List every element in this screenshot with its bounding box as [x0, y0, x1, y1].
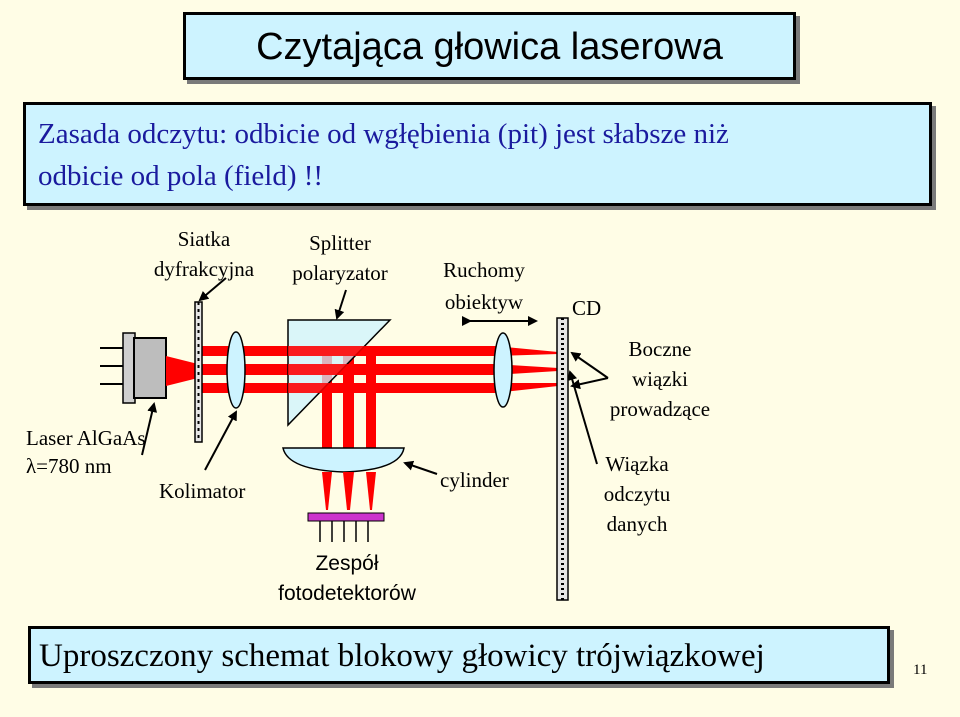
- laser-beam: [166, 356, 198, 386]
- detector-label-line-1: Zespół: [315, 552, 379, 575]
- read-beam-label-line-2: odczytu: [603, 482, 671, 506]
- incident-beams: [198, 346, 330, 393]
- objective-label-line-2: obiektyw: [444, 290, 524, 314]
- laser-label: Laser AlGaAs λ=780 nm: [26, 425, 146, 479]
- grating-label-line-2: dyfrakcyjna: [153, 257, 255, 281]
- read-beam-label-line-1: Wiązka: [605, 452, 669, 476]
- cd-disc: [556, 317, 569, 601]
- collimator-label: Kolimator: [159, 479, 246, 503]
- side-beams-label-line-3: prowadzące: [609, 397, 711, 421]
- grating-label: Siatka dyfrakcyjna: [140, 226, 268, 282]
- detector-label: Zespół fotodetektorów: [262, 551, 432, 607]
- detector-label-line-2: fotodetektorów: [278, 582, 416, 605]
- page-number: 11: [913, 662, 928, 678]
- reflected-beams: [322, 350, 376, 450]
- laser-diode: [100, 332, 167, 404]
- slide-title: Czytająca głowica laserowa: [183, 12, 796, 80]
- splitter-label: Splitter polaryzator: [278, 230, 402, 286]
- read-beam-label: Wiązka odczytu danych: [582, 451, 692, 537]
- principle-line-1: Zasada odczytu: odbicie od wgłębienia (p…: [38, 118, 729, 150]
- cylinder-label: cylinder: [440, 468, 509, 492]
- principle-box: Zasada odczytu: odbicie od wgłębienia (p…: [23, 102, 932, 206]
- read-beam-label-line-3: danych: [606, 512, 668, 536]
- detector-beams: [322, 472, 376, 510]
- footer-caption: Uproszczony schemat blokowy głowicy trój…: [28, 626, 890, 684]
- laser-label-line-2: λ=780 nm: [26, 454, 112, 478]
- collimator-lens: [226, 331, 246, 409]
- cd-label: CD: [572, 296, 602, 320]
- transmitted-beams: [330, 346, 495, 393]
- grating-label-line-1: Siatka: [177, 227, 231, 251]
- objective-label: Ruchomy obiektyw: [428, 257, 540, 315]
- photodetector: [307, 512, 385, 542]
- objective-lens: [493, 332, 513, 408]
- leader-arrows: [141, 277, 609, 475]
- cylinder-lens: [282, 447, 405, 473]
- side-beams-label-line-2: wiązki: [632, 367, 688, 391]
- objective-label-line-1: Ruchomy: [443, 258, 525, 282]
- beams-in-prism: [288, 346, 383, 393]
- splitter-label-line-2: polaryzator: [292, 261, 388, 285]
- splitter-label-line-1: Splitter: [309, 231, 371, 255]
- laser-label-line-1: Laser AlGaAs: [26, 426, 146, 450]
- principle-line-2: odbicie od pola (field) !!: [38, 160, 324, 192]
- side-beams-label: Boczne wiązki prowadzące: [592, 336, 728, 422]
- side-beams-label-line-1: Boczne: [628, 337, 692, 361]
- diffraction-grating: [194, 301, 203, 443]
